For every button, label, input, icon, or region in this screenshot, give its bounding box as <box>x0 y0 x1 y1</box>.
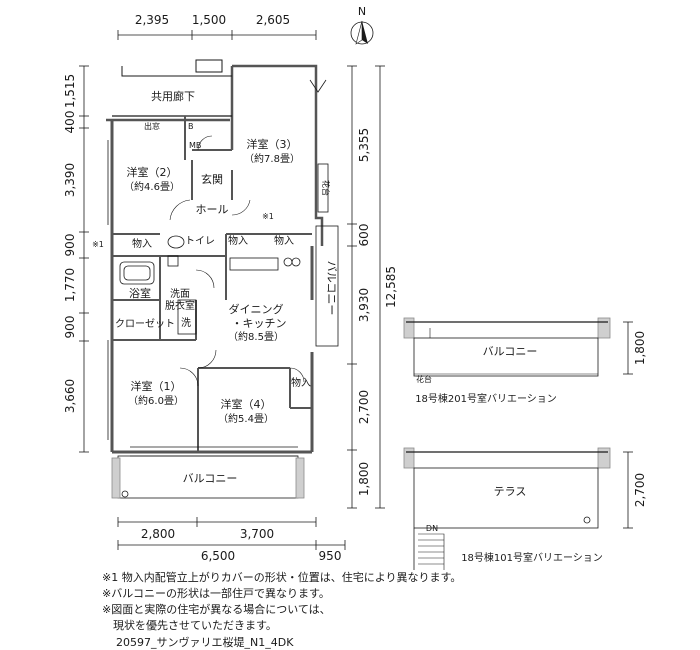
dim-left-6: 900 <box>63 316 77 339</box>
top-dimension-line <box>117 30 317 40</box>
outer-walls <box>106 59 327 454</box>
dim-101-depth: 2,700 <box>633 473 647 507</box>
asterisk-left-label: ※1 <box>92 240 104 249</box>
dim-right-total: 12,585 <box>384 266 398 308</box>
asterisk-right-label: ※1 <box>262 212 274 221</box>
storage-left-label: 物入 <box>132 237 152 250</box>
fixtures <box>119 235 301 335</box>
mb-label: MB <box>189 141 201 150</box>
variation-201-outline <box>403 317 633 377</box>
corridor-label: 共用廊下 <box>151 89 195 103</box>
main-balcony-label: バルコニー <box>183 472 238 485</box>
note-1: ※1 物入内配管立上がりカバーの形状・位置は、住宅により異なります。 <box>102 571 462 584</box>
main-balcony-outline <box>111 455 305 499</box>
closet-label: クローゼット <box>115 318 175 330</box>
v201-room-label: バルコニー <box>483 345 538 358</box>
side-balcony-outline <box>315 163 339 347</box>
dim-left-5: 1,770 <box>63 268 77 302</box>
variation-labels: バルコニー 花台 18号棟201号室バリエーション テラス DN 18号棟101… <box>415 345 603 564</box>
storage-right-label: 物入 <box>274 234 294 247</box>
dim-left-7: 3,660 <box>63 379 77 413</box>
western-4-name: 洋室（4） <box>221 397 272 411</box>
dim-right-3: 3,930 <box>357 288 371 322</box>
dining-sub: ・キッチン <box>232 317 287 330</box>
dining-name: ダイニング <box>229 302 284 316</box>
right-dimension-lines <box>347 65 385 509</box>
note-3: ※図面と実際の住宅が異なる場合については、 <box>102 603 331 616</box>
room-labels: 共用廊下 出窓 B MB 洋室（3） （約7.8畳） 洋室（2） （約4.6畳）… <box>92 89 338 485</box>
western-2-name: 洋室（2） <box>127 165 178 179</box>
toilet-label: トイレ <box>185 236 215 247</box>
western-3-area: （約7.8畳） <box>244 152 300 165</box>
dim-top-1: 2,395 <box>135 13 169 27</box>
dimension-labels: 2,395 1,500 2,605 2,800 3,700 6,500 950 … <box>63 13 647 563</box>
v201-planter-label: 花台 <box>416 374 432 384</box>
v201-caption: 18号棟201号室バリエーション <box>415 392 557 405</box>
plan-code: 20597_サンヴァリエ桜堤_N1_4DK <box>116 636 294 649</box>
dim-right-4: 2,700 <box>357 390 371 424</box>
dim-left-2: 400 <box>63 111 77 134</box>
wash-label: 洗 <box>181 317 191 329</box>
dim-left-4: 900 <box>63 234 77 257</box>
north-arrow-icon <box>350 20 374 45</box>
dim-right-2: 600 <box>357 224 371 247</box>
western-1-area: （約6.0畳） <box>128 394 184 407</box>
dim-left-3: 3,390 <box>63 163 77 197</box>
storage-bottom-label: 物入 <box>291 376 311 389</box>
dn-label: DN <box>426 524 438 533</box>
dim-top-2: 1,500 <box>192 13 226 27</box>
bath-label: 浴室 <box>129 286 151 300</box>
genkan-label: 玄関 <box>201 172 223 186</box>
dim-bottom-total: 6,500 <box>201 549 235 563</box>
dim-right-1: 5,355 <box>357 128 371 162</box>
variation-101-outline <box>403 447 633 570</box>
hall-label: ホール <box>196 203 229 216</box>
b-label: B <box>188 122 194 131</box>
door-swings <box>169 135 305 387</box>
washroom-label-2: 脱衣室 <box>165 299 195 312</box>
v101-caption: 18号棟101号室バリエーション <box>461 551 603 564</box>
dim-bottom-1: 2,800 <box>141 527 175 541</box>
western-4-area: （約5.4畳） <box>218 412 274 425</box>
washroom-label-1: 洗面 <box>170 288 190 300</box>
western-2-area: （約4.6畳） <box>124 180 180 193</box>
dining-area: （約8.5畳） <box>228 330 284 343</box>
left-dimension-line <box>79 65 89 453</box>
note-2: ※バルコニーの形状は一部住戸で異なります。 <box>102 587 330 600</box>
dim-bottom-extra: 950 <box>319 549 342 563</box>
dim-right-5: 1,800 <box>357 462 371 496</box>
western-3-name: 洋室（3） <box>247 137 298 151</box>
note-4: 現状を優先させていただきます。 <box>102 619 277 632</box>
dim-left-1: 1,515 <box>63 74 77 108</box>
bottom-dimension-lines <box>117 517 346 550</box>
v101-room-label: テラス <box>494 485 527 498</box>
side-balcony-label: バルコニー <box>325 261 338 316</box>
bay-window-label: 出窓 <box>144 121 160 131</box>
dim-201-depth: 1,800 <box>633 331 647 365</box>
dim-top-3: 2,605 <box>256 13 290 27</box>
dim-bottom-2: 3,700 <box>240 527 274 541</box>
north-label: N <box>358 5 366 18</box>
western-1-name: 洋室（1） <box>131 379 182 393</box>
planter-label: 花台 <box>321 180 331 196</box>
storage-middle-label: 物入 <box>228 234 248 247</box>
interior-walls <box>112 116 312 452</box>
